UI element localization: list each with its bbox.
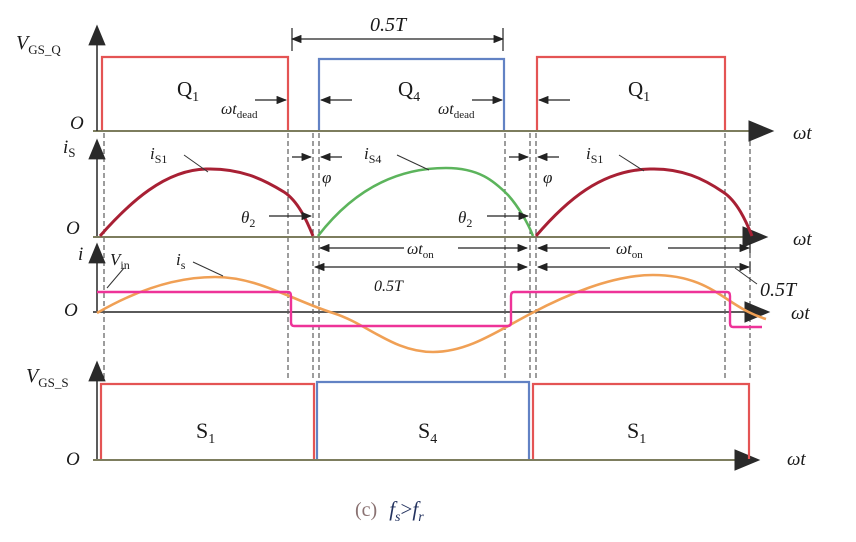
on-time-label-2: ωton — [616, 241, 643, 261]
is-small-label: is — [176, 250, 186, 272]
is4-label: iS4 — [364, 144, 381, 166]
is1-curve-repeat — [534, 167, 754, 237]
gate-s-pulses — [99, 380, 751, 459]
phi-label-2: φ — [543, 168, 552, 187]
theta2-label-2: θ2 — [458, 208, 472, 230]
wt-label-switch-current: ωt — [793, 229, 812, 250]
resonant-axis-label: i — [78, 244, 83, 265]
q1-repeat-label: Q1 — [628, 77, 650, 105]
half-period-mid-label: 0.5T — [374, 278, 404, 295]
origin-resonant: O — [64, 300, 78, 321]
origin-gate-q: O — [70, 113, 84, 134]
dead-time-label-2: ωtdead — [438, 101, 475, 121]
q1-pulse — [100, 55, 290, 130]
half-period-right-label: 0.5T — [760, 279, 798, 301]
axis-labels: VGS_Q O iS O i O VGS_S O ωt ωt ωt ωt — [16, 32, 812, 470]
gate-s-axis-label: VGS_S — [26, 365, 69, 390]
gate-q-axis-label: VGS_Q — [16, 32, 61, 57]
q1-label: Q1 — [177, 77, 199, 105]
half-period-top-label: 0.5T — [370, 14, 408, 36]
vin-square-wave — [97, 290, 762, 329]
wt-label-gate-q: ωt — [793, 123, 812, 144]
is1-curve — [98, 167, 315, 237]
is1-repeat-leader — [618, 154, 645, 172]
s4-label: S4 — [418, 418, 437, 447]
s1-pulse-repeat — [531, 382, 751, 459]
q4-pulse — [317, 57, 506, 130]
is-resonant-curve — [96, 273, 767, 354]
s1-repeat-label: S1 — [627, 418, 646, 447]
is1-repeat-label: iS1 — [586, 144, 603, 166]
axes — [88, 24, 775, 471]
event-dashed-lines — [103, 133, 751, 381]
origin-gate-s: O — [66, 449, 80, 470]
dead-time-label-1: ωtdead — [221, 101, 258, 121]
wt-label-resonant: ωt — [791, 303, 810, 324]
s1-pulse — [99, 382, 316, 459]
is1-leader — [183, 154, 209, 173]
q1-pulse-repeat — [535, 55, 727, 130]
is-small-leader — [192, 261, 224, 277]
q4-label: Q4 — [398, 77, 420, 105]
is1-label: iS1 — [150, 144, 167, 166]
vin-label: Vin — [110, 250, 130, 272]
half-period-right-leader — [734, 267, 758, 285]
s4-pulse — [315, 380, 531, 459]
switch-current-curves — [98, 166, 754, 237]
wt-label-gate-s: ωt — [787, 449, 806, 470]
figure-caption: (c) fs>fr — [355, 497, 424, 525]
origin-switch-current: O — [66, 218, 80, 239]
phi-label-1: φ — [322, 168, 331, 187]
gate-q-pulses — [100, 55, 727, 130]
switch-current-axis-label: iS — [63, 137, 76, 160]
s1-label: S1 — [196, 418, 215, 447]
on-time-label-1: ωton — [407, 241, 434, 261]
theta2-label-1: θ2 — [241, 208, 255, 230]
is4-curve — [316, 166, 535, 237]
is4-leader — [396, 154, 430, 171]
dimension-annotations: 0.5T ωtdead ωtdead φ φ θ2 θ2 ωton ωton 0… — [221, 14, 798, 301]
vin-leader — [106, 267, 125, 289]
